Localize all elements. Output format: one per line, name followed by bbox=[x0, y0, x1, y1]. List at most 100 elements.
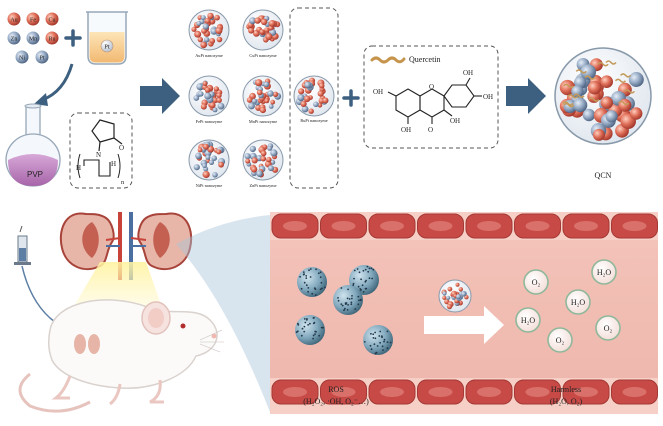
nanozyme-label: CuPt nanozyme bbox=[249, 53, 276, 58]
zoom-cone bbox=[176, 215, 270, 412]
element-ball: Pt bbox=[35, 50, 49, 64]
plus-icon bbox=[342, 89, 360, 107]
dashed-box bbox=[69, 112, 133, 189]
molecule-label: H₂O bbox=[597, 268, 612, 277]
ros-sphere bbox=[333, 285, 363, 315]
repeat-n: n bbox=[121, 179, 125, 186]
harmless-formula: (H₂O, O₂) bbox=[550, 397, 583, 406]
molecule-label: H₂O bbox=[571, 298, 586, 307]
nanozyme-label: NiPt nanozyme bbox=[196, 183, 223, 188]
atom-o: O bbox=[119, 144, 124, 152]
qcn-mini-particle bbox=[438, 279, 472, 313]
element-label: Cu bbox=[48, 18, 55, 24]
arrow-right-icon bbox=[506, 78, 546, 114]
hydroxyl-label: OH bbox=[401, 126, 411, 134]
nanoparticle-cluster bbox=[188, 139, 230, 181]
arrow-head-icon bbox=[34, 93, 48, 106]
atom-h: H bbox=[76, 164, 81, 172]
beaker-label: Pt bbox=[104, 44, 110, 51]
qcn-nanoparticle bbox=[554, 47, 652, 145]
hydroxyl-label: OH bbox=[450, 117, 460, 125]
hydroxyl-label: OH bbox=[373, 88, 383, 96]
element-ball: Au bbox=[7, 12, 21, 26]
curved-arrow-icon bbox=[41, 63, 74, 102]
dashed-box bbox=[289, 7, 339, 189]
ros-sphere bbox=[349, 265, 379, 295]
element-ball: Cu bbox=[45, 12, 59, 26]
element-label: Fe bbox=[30, 18, 36, 24]
element-ball: Fe bbox=[26, 12, 40, 26]
vessel-wall-top bbox=[271, 213, 658, 239]
element-ball: Zn bbox=[7, 31, 21, 45]
nanoparticle-cluster bbox=[293, 75, 335, 117]
nanoparticle-cluster bbox=[242, 9, 284, 51]
element-ball: Ni bbox=[15, 50, 29, 64]
hydroxyl-label: OH bbox=[463, 69, 473, 77]
nanoparticle-cluster bbox=[242, 139, 284, 181]
molecule-bubble: O₂ bbox=[595, 315, 621, 341]
molecule-bubble: H₂O bbox=[515, 307, 541, 333]
ros-formula: (H₂O₂, ·OH, O₂⁻…) bbox=[303, 397, 369, 406]
element-label: Ru bbox=[48, 37, 55, 43]
arrow-right-icon bbox=[140, 78, 180, 114]
rupt-nanozyme-circle bbox=[293, 75, 335, 117]
mouse-illustration bbox=[18, 299, 224, 413]
molecule-bubble: O₂ bbox=[547, 327, 573, 353]
molecule-bubble: H₂O bbox=[565, 289, 591, 315]
nanozyme-label: ZnPt nanozyme bbox=[249, 183, 276, 188]
ros-sphere bbox=[363, 325, 393, 355]
carbonyl-label: O bbox=[428, 126, 433, 134]
molecule-label: O₂ bbox=[532, 278, 541, 287]
atom-n: N bbox=[96, 151, 101, 159]
nanozyme-label: MnPt nanozyme bbox=[249, 119, 277, 124]
arrow-right-icon bbox=[424, 306, 504, 344]
element-label: Au bbox=[10, 18, 17, 24]
nanozyme-label: AuPt nanozyme bbox=[195, 53, 223, 58]
atom-h: H bbox=[111, 160, 116, 168]
element-precursors: Au Fe Cu Zn Mn Ru Ni Pt bbox=[7, 12, 59, 64]
molecule-label: H₂O bbox=[521, 316, 536, 325]
nanoparticle-cluster bbox=[242, 75, 284, 117]
mouse-eye bbox=[180, 323, 186, 329]
mouse-body bbox=[47, 299, 218, 389]
ros-sphere bbox=[297, 267, 327, 297]
pvp-flask: PVP bbox=[5, 103, 61, 187]
harmless-molecules: O₂ H₂O H₂O H₂O O₂ O₂ bbox=[515, 259, 621, 353]
pvp-structure: O N H H n bbox=[69, 112, 133, 189]
rupt-selection: RuPt nanozyme bbox=[289, 7, 339, 189]
molecule-bubble: H₂O bbox=[591, 259, 617, 285]
element-label: Mn bbox=[29, 37, 37, 43]
dashed-box bbox=[363, 45, 499, 149]
hydroxyl-label: OH bbox=[483, 93, 493, 101]
harmless-label: Harmless bbox=[551, 385, 581, 394]
element-ball: Mn bbox=[26, 31, 40, 45]
element-ball: Ru bbox=[45, 31, 59, 45]
blood-vessel-panel bbox=[270, 212, 658, 414]
element-label: Zn bbox=[11, 37, 18, 43]
nanozyme-label: FePt nanozyme bbox=[196, 119, 223, 124]
pvp-label: PVP bbox=[27, 170, 43, 179]
ros-spheres bbox=[295, 265, 393, 355]
ros-sphere bbox=[295, 315, 325, 345]
ring-oxygen-label: O bbox=[429, 83, 434, 91]
quercetin-powder-icon bbox=[370, 56, 406, 64]
plus-icon bbox=[64, 29, 82, 47]
nanoparticle-cluster bbox=[188, 9, 230, 51]
nanoparticle-cluster bbox=[438, 279, 472, 313]
kidney-illustration bbox=[59, 212, 193, 280]
element-label: Pt bbox=[39, 56, 44, 62]
quercetin-label: Quercetin bbox=[409, 55, 441, 64]
pt-beaker: Pt bbox=[86, 11, 128, 65]
element-label: Ni bbox=[19, 56, 25, 62]
molecule-label: O₂ bbox=[604, 324, 613, 333]
nanoparticle-cluster bbox=[188, 75, 230, 117]
ros-label: ROS bbox=[328, 385, 344, 394]
quercetin-structure: Quercetin OH OH O OH O OH OH bbox=[363, 45, 499, 149]
molecule-label: O₂ bbox=[556, 336, 565, 345]
rupt-label: RuPt nanozyme bbox=[300, 118, 327, 123]
qcn-label: QCN bbox=[595, 171, 612, 180]
molecule-bubble: O₂ bbox=[523, 269, 549, 295]
